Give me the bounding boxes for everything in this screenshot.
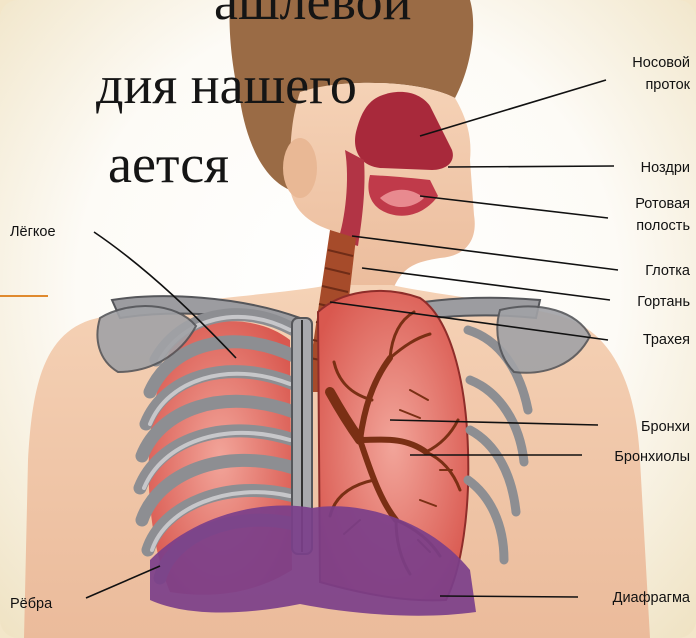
slide-text-line-1: ашлевой [214,0,412,28]
label-nostrils: Ноздри [641,160,690,176]
label-bronchioles: Бронхиолы [614,449,690,465]
slide-text-line-3: ается [108,137,229,191]
label-ribs: Рёбра [10,596,53,612]
label-larynx: Гортань [637,294,690,310]
label-oral-cavity-line1: Ротовая [635,196,690,212]
slide-text-line-2: дия нашего [96,58,357,112]
label-nasal-passage-line1: Носовой [632,55,690,71]
label-nasal-passage-line2: проток [645,77,690,93]
label-diaphragm: Диафрагма [613,590,691,606]
label-oral-cavity-line2: полость [636,218,690,234]
label-bronchi: Бронхи [641,419,690,435]
ear [283,138,317,198]
label-lung: Лёгкое [10,224,56,240]
label-trachea: Трахея [643,332,690,348]
label-pharynx: Глотка [645,263,691,279]
accent-line [0,295,48,297]
